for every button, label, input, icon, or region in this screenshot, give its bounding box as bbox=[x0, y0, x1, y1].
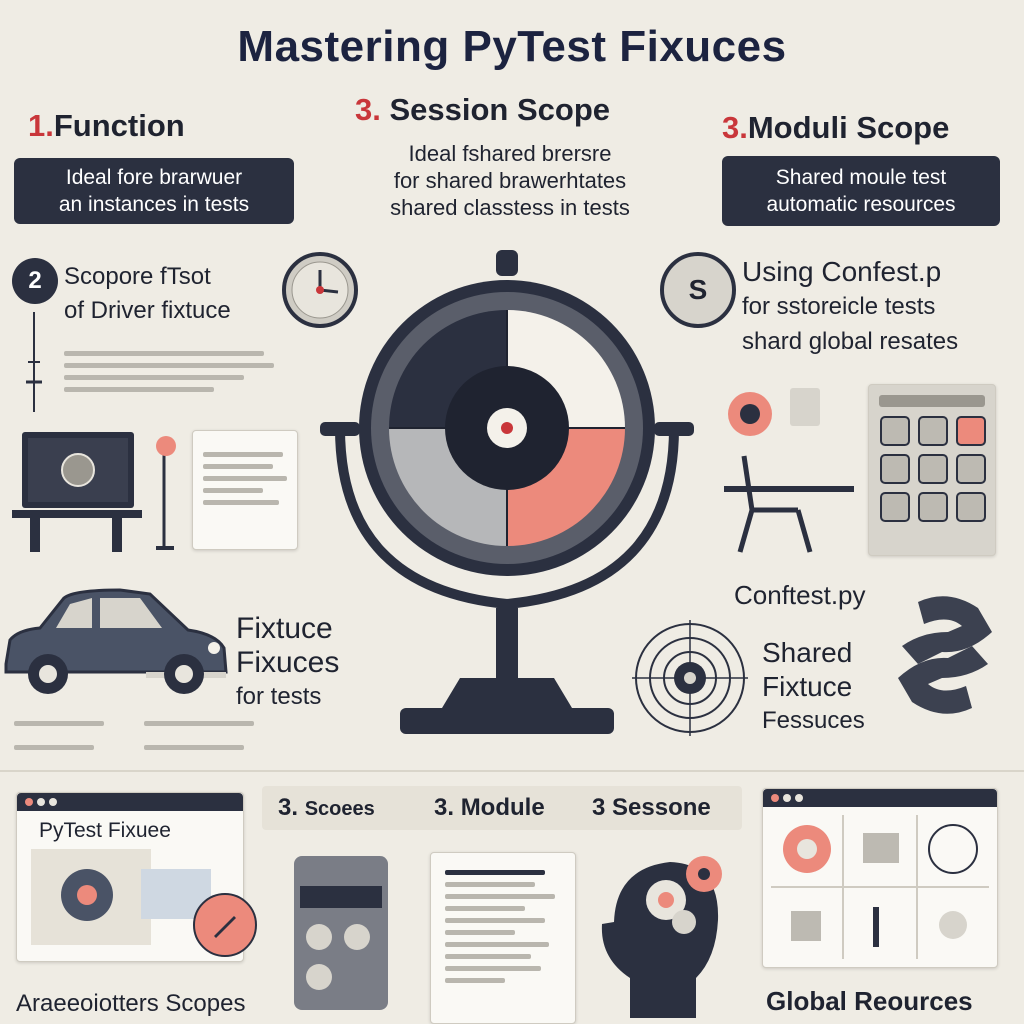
car-illustration bbox=[0, 584, 232, 704]
session-description: Ideal fshared brersre for shared brawerh… bbox=[340, 140, 680, 221]
document-card bbox=[192, 430, 298, 550]
conftest-py-label: Conftest.py bbox=[734, 580, 866, 610]
confest-line3: shard global resates bbox=[742, 328, 959, 355]
confest-line2: for sstoreicle tests bbox=[742, 293, 936, 320]
window-titlebar-right bbox=[763, 789, 997, 807]
session-line2: for shared brawerhtates bbox=[393, 168, 627, 193]
checklist-document bbox=[430, 852, 576, 1024]
scopes-bar: 3. Scoees 3. Module 3 Sessone bbox=[262, 786, 742, 830]
scopes-item2: 3. Module bbox=[434, 794, 545, 822]
driver-line1: Scopore fTsot bbox=[64, 263, 211, 290]
module-title: Moduli Scope bbox=[747, 110, 950, 145]
session-s-badge: S bbox=[660, 252, 736, 328]
device-illustration bbox=[294, 856, 388, 1010]
conftest-py-description: Shared Fixtuce Fessuces bbox=[762, 636, 865, 738]
module-number: 3. bbox=[722, 110, 748, 145]
confest-line1: Using Confest.p bbox=[742, 256, 942, 287]
session-number: 3. bbox=[355, 92, 381, 127]
scopes-item1-label: Scoees bbox=[304, 798, 375, 820]
footer-right-label: Global Reources bbox=[766, 986, 973, 1016]
page-title: Mastering PyTest Fixuces bbox=[237, 22, 787, 71]
scopes-item3-number: 3 bbox=[592, 794, 606, 821]
function-desc-line2: an instances in tests bbox=[58, 193, 250, 216]
session-heading: 3. Session Scope bbox=[355, 92, 610, 128]
lever-icon bbox=[22, 312, 46, 412]
fixture-line2: Fixuces bbox=[236, 646, 340, 679]
tool-icon bbox=[193, 893, 257, 957]
stopwatch-icon bbox=[280, 250, 360, 330]
module-desc-line1: Shared moule test bbox=[775, 166, 947, 189]
scopes-item2-number: 3. bbox=[434, 794, 455, 821]
scope-gauge-illustration bbox=[320, 248, 694, 740]
module-desc-line2: automatic resources bbox=[766, 193, 956, 216]
scopes-item1: 3. Scoees bbox=[278, 794, 375, 822]
footer-left-label: Araeeoiotters Scopes bbox=[16, 990, 246, 1017]
fixture-line3: for tests bbox=[236, 683, 322, 710]
conftest-py-line1: Shared bbox=[762, 637, 853, 668]
confest-description: Using Confest.p for sstoreicle tests sha… bbox=[742, 254, 958, 359]
scopes-item3-label: Sessone bbox=[612, 794, 711, 821]
driver-description: Scopore fTsot of Driver fixtuce bbox=[64, 260, 231, 328]
driver-badge: 2 bbox=[12, 258, 58, 304]
target-icon bbox=[632, 620, 748, 736]
module-description-box: Shared moule test automatic resources bbox=[722, 156, 1000, 226]
session-line3: shared classtess in tests bbox=[390, 195, 630, 220]
conftest-py-line3: Fessuces bbox=[762, 707, 865, 734]
scopes-item2-label: Module bbox=[460, 794, 545, 821]
function-number: 1. bbox=[28, 108, 54, 143]
function-title: Function bbox=[53, 108, 185, 143]
conftest-py-line2: Fixtuce bbox=[762, 671, 853, 702]
pytest-card-label: PyTest Fixuee bbox=[39, 819, 171, 842]
section-divider bbox=[0, 770, 1024, 772]
session-title: Session Scope bbox=[389, 92, 611, 127]
module-heading: 3.Moduli Scope bbox=[722, 110, 949, 146]
window-titlebar bbox=[17, 793, 243, 811]
car-placeholder-lines bbox=[14, 714, 314, 762]
chair-illustration bbox=[700, 380, 860, 560]
function-description-box: Ideal fore brarwuer an instances in test… bbox=[14, 158, 294, 224]
session-line1: Ideal fshared brersre bbox=[408, 141, 612, 166]
global-resources-window bbox=[762, 788, 998, 968]
control-panel-illustration bbox=[868, 384, 996, 556]
scopes-item3: 3 Sessone bbox=[592, 794, 711, 822]
fixture-line1: Fixtuce bbox=[236, 612, 333, 645]
function-desc-line1: Ideal fore brarwuer bbox=[65, 166, 243, 189]
python-logo-icon bbox=[888, 592, 1002, 718]
driver-placeholder-lines bbox=[64, 344, 274, 399]
scopes-item1-number: 3. bbox=[278, 794, 299, 821]
laptop-illustration bbox=[12, 430, 312, 560]
fixture-text: Fixtuce Fixuces for tests bbox=[236, 612, 339, 714]
function-heading: 1.Function bbox=[28, 108, 185, 144]
pytest-fixture-window: PyTest Fixuee bbox=[16, 792, 257, 962]
head-gears-icon bbox=[600, 848, 730, 1018]
driver-line2: of Driver fixtuce bbox=[64, 297, 231, 324]
